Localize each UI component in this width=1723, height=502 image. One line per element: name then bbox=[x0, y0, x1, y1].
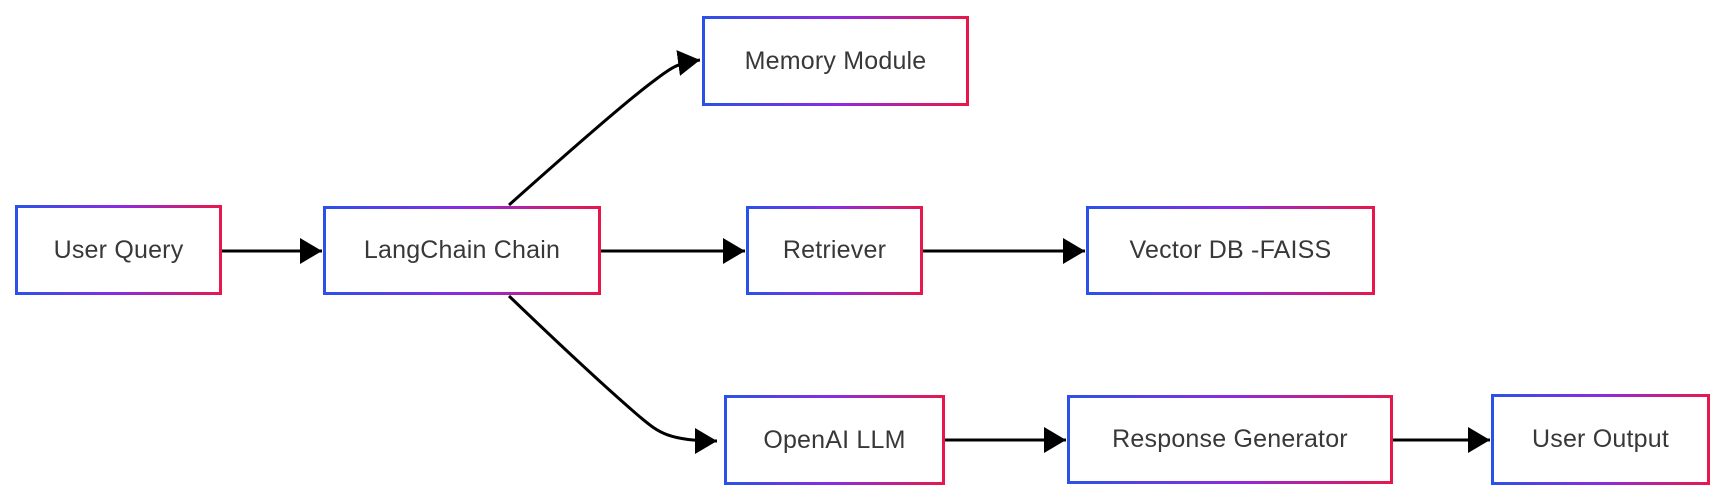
node-body: LangChain Chain bbox=[326, 209, 598, 292]
node-response-generator: Response Generator bbox=[1067, 395, 1393, 484]
node-vector-db-faiss: Vector DB -FAISS bbox=[1086, 206, 1375, 295]
node-user-output: User Output bbox=[1491, 394, 1710, 485]
node-label-vector-db-faiss: Vector DB -FAISS bbox=[1129, 236, 1332, 264]
node-body: Retriever bbox=[749, 209, 920, 292]
node-body: OpenAI LLM bbox=[727, 398, 942, 482]
node-label-memory-module: Memory Module bbox=[744, 46, 927, 75]
node-label-user-output: User Output bbox=[1532, 425, 1669, 453]
node-body: User Output bbox=[1494, 397, 1707, 482]
node-label-user-query: User Query bbox=[53, 235, 184, 264]
node-label-langchain-chain: LangChain Chain bbox=[363, 236, 561, 264]
node-label-retriever: Retriever bbox=[782, 236, 887, 264]
node-body: User Query bbox=[18, 208, 219, 292]
edge-langchain-chain-to-openai-llm bbox=[507, 294, 718, 454]
node-openai-llm: OpenAI LLM bbox=[724, 395, 945, 485]
node-body: Response Generator bbox=[1070, 398, 1390, 481]
node-body: Vector DB -FAISS bbox=[1089, 209, 1372, 292]
node-retriever: Retriever bbox=[746, 206, 923, 295]
node-label-openai-llm: OpenAI LLM bbox=[763, 425, 906, 454]
node-langchain-chain: LangChain Chain bbox=[323, 206, 601, 295]
node-user-query: User Query bbox=[15, 205, 222, 295]
node-body: Memory Module bbox=[705, 19, 966, 103]
edge-langchain-chain-to-memory-module bbox=[508, 50, 701, 207]
node-label-response-generator: Response Generator bbox=[1112, 425, 1348, 453]
node-memory-module: Memory Module bbox=[702, 16, 969, 106]
